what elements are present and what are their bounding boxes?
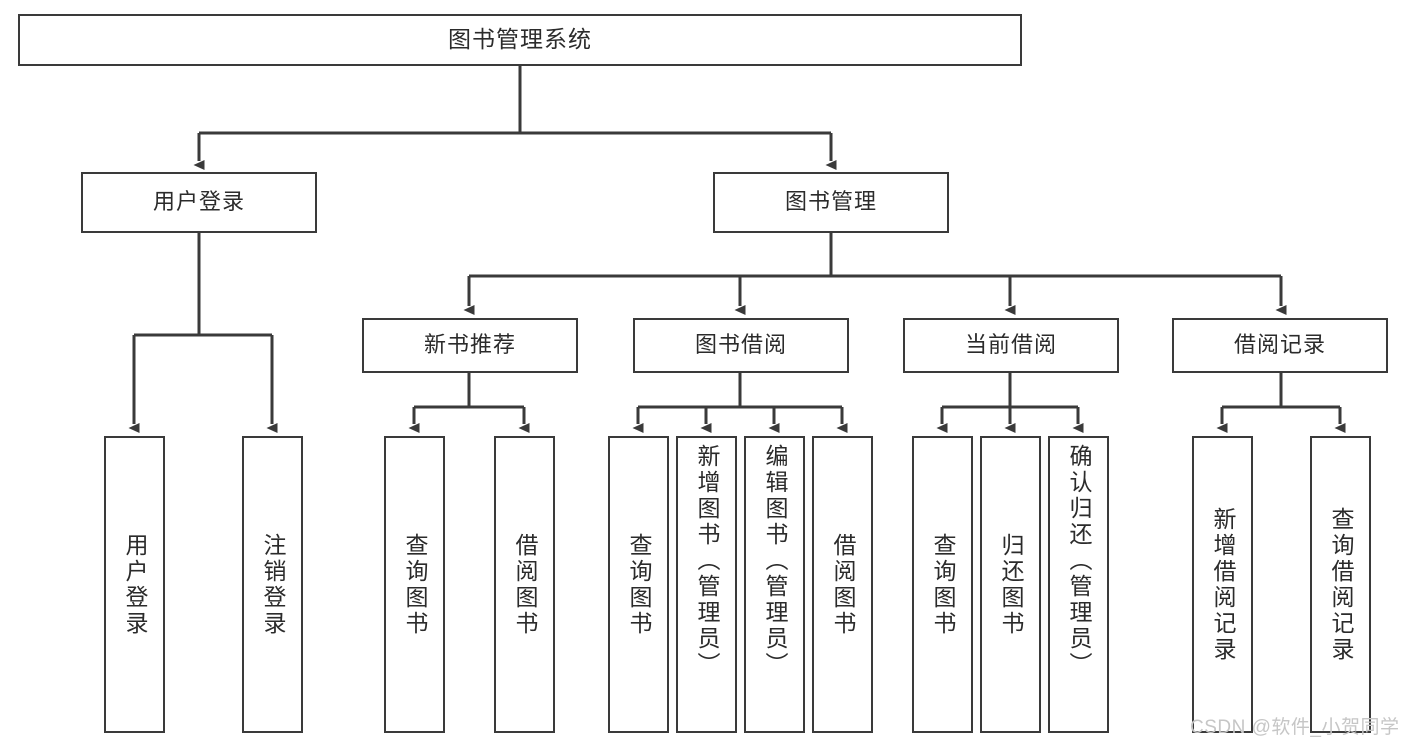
node-leaf-return-book[interactable]: 归还图书 [980, 436, 1041, 733]
node-borrow-record[interactable]: 借阅记录 [1172, 318, 1388, 373]
node-leaf-confirm-return-label: 确认归还（管理员） [1066, 444, 1092, 678]
node-book-manage-label: 图书管理 [784, 189, 877, 215]
node-leaf-query-book-3[interactable]: 查询图书 [912, 436, 973, 733]
node-leaf-query-book-3-label: 查询图书 [930, 532, 956, 637]
node-leaf-user-login[interactable]: 用户登录 [104, 436, 165, 733]
node-new-book-rec-label: 新书推荐 [423, 332, 516, 358]
node-user-login[interactable]: 用户登录 [81, 172, 317, 233]
node-leaf-logout[interactable]: 注销登录 [242, 436, 303, 733]
node-leaf-borrow-book-1-label: 借阅图书 [512, 532, 538, 637]
node-leaf-query-record-label: 查询借阅记录 [1328, 506, 1354, 663]
node-leaf-add-book[interactable]: 新增图书（管理员） [676, 436, 737, 733]
node-leaf-query-book-2-label: 查询图书 [626, 532, 652, 637]
node-leaf-query-book-2[interactable]: 查询图书 [608, 436, 669, 733]
node-book-manage[interactable]: 图书管理 [713, 172, 949, 233]
csdn-watermark: CSDN @软件_小贺同学 [1190, 717, 1400, 738]
node-new-book-rec[interactable]: 新书推荐 [362, 318, 578, 373]
node-book-borrow-label: 图书借阅 [694, 332, 787, 358]
node-leaf-add-book-label: 新增图书（管理员） [694, 444, 720, 678]
node-leaf-confirm-return[interactable]: 确认归还（管理员） [1048, 436, 1109, 733]
node-root[interactable]: 图书管理系统 [18, 14, 1022, 66]
node-leaf-edit-book[interactable]: 编辑图书（管理员） [744, 436, 805, 733]
node-current-borrow-label: 当前借阅 [964, 332, 1057, 358]
node-user-login-label: 用户登录 [152, 189, 245, 215]
node-leaf-add-record[interactable]: 新增借阅记录 [1192, 436, 1253, 733]
node-root-label: 图书管理系统 [448, 26, 592, 53]
node-leaf-borrow-book-1[interactable]: 借阅图书 [494, 436, 555, 733]
node-borrow-record-label: 借阅记录 [1233, 332, 1326, 358]
node-leaf-edit-book-label: 编辑图书（管理员） [762, 444, 788, 678]
node-leaf-query-record[interactable]: 查询借阅记录 [1310, 436, 1371, 733]
node-leaf-return-book-label: 归还图书 [998, 532, 1024, 637]
node-leaf-user-login-label: 用户登录 [122, 532, 148, 637]
node-leaf-logout-label: 注销登录 [260, 532, 286, 637]
node-book-borrow[interactable]: 图书借阅 [633, 318, 849, 373]
node-current-borrow[interactable]: 当前借阅 [903, 318, 1119, 373]
node-leaf-borrow-book-2[interactable]: 借阅图书 [812, 436, 873, 733]
node-leaf-query-book-1-label: 查询图书 [402, 532, 428, 637]
node-leaf-add-record-label: 新增借阅记录 [1210, 506, 1236, 663]
node-leaf-query-book-1[interactable]: 查询图书 [384, 436, 445, 733]
node-leaf-borrow-book-2-label: 借阅图书 [830, 532, 856, 637]
